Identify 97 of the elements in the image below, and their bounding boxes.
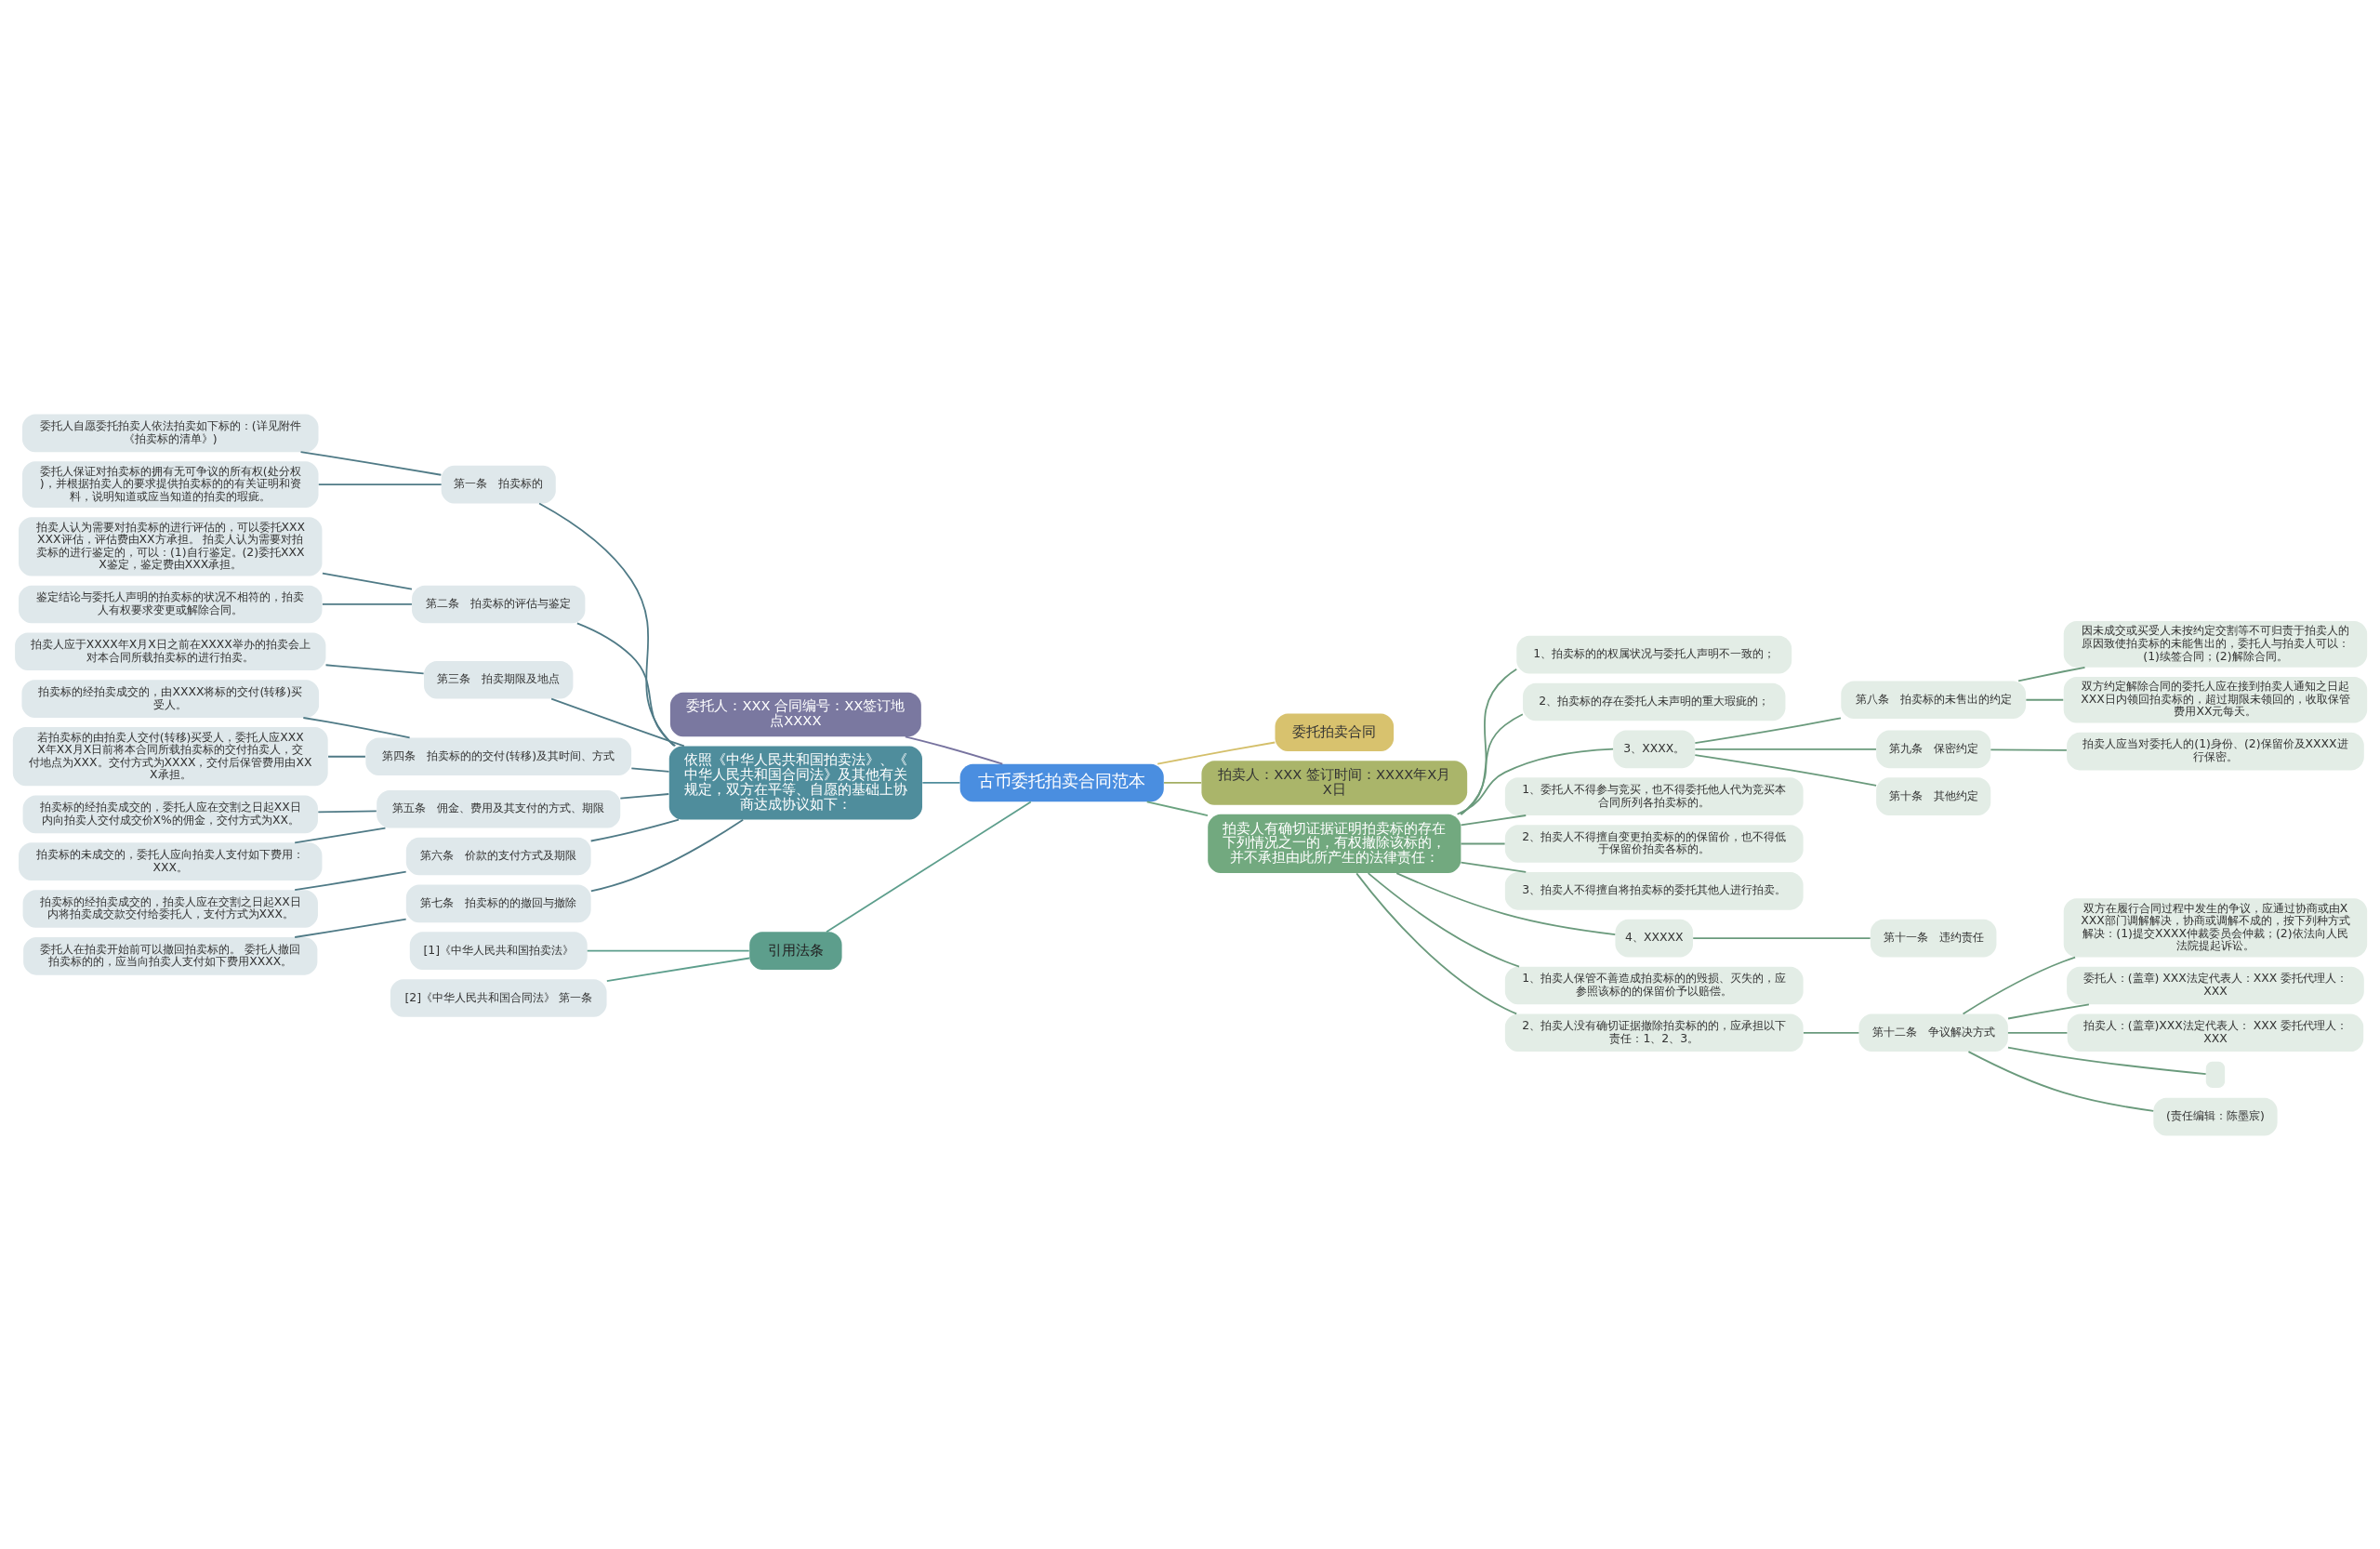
node-box: 第二条 拍卖标的评估与鉴定: [412, 585, 586, 623]
connector: [589, 818, 680, 841]
connector: [1460, 814, 1527, 826]
node-box: 拍卖人：XXX 签订时间：XXXX年X月X日: [1201, 760, 1468, 805]
node-box: 拍卖标的经拍卖成交的，由XXXX将标的交付(转移)买受人。: [21, 679, 320, 718]
node-box: 委托人：XXX 合同编号：XX签订地点XXXX: [669, 692, 921, 736]
connector: [1460, 668, 1518, 815]
node-box: 第一条 拍卖标的: [441, 465, 556, 504]
node-box: 第三条 拍卖期限及地点: [424, 660, 574, 699]
connector: [1460, 712, 1524, 815]
node-box: 2、拍卖标的存在委托人未声明的重大瑕疵的；: [1523, 682, 1786, 721]
node-box: 拍卖标的经拍卖成交的，委托人应在交割之日起XX日内向拍卖人交付成交价X%的佣金，交付方式为XX。: [22, 795, 318, 833]
node-box: [2]《中华人民共和国合同法》 第一条: [390, 978, 607, 1017]
connector: [327, 755, 366, 758]
node-box: 3、XXXX。: [1613, 730, 1696, 768]
node-box: 2、拍卖人不得擅自变更拍卖标的的保留价，也不得低于保留价拍卖各标的。: [1504, 824, 1804, 863]
node-box: 拍卖人认为需要对拍卖标的进行评估的，可以委托XXXXXX评估，评估费由XX方承担。 拍卖人认为需要对拍卖标的进行鉴定的，可以：(1)自行鉴定。(2)委托XXXX鉴定，鉴定费由XXX承担。: [19, 516, 323, 576]
connector: [1163, 781, 1202, 784]
node-box: 第十一条 违约责任: [1870, 919, 1997, 957]
connector: [2007, 1046, 2207, 1075]
node-box: 委托人保证对拍卖标的拥有无可争议的所有权(处分权)，并根据拍卖人的要求提供拍卖标的的有关证明和资料，说明知道或应当知道的拍卖的瑕疵。: [22, 460, 319, 508]
node-box: 双方约定解除合同的委托人应在接到拍卖人通知之日起XXX日内领回拍卖标的，超过期限未领回的，收取保管费用XX元每天。: [2063, 676, 2368, 723]
node-box: 拍卖人应于XXXX年X月X日之前在XXXX举办的拍卖会上对本合同所载拍卖标的进行拍卖。: [15, 631, 326, 670]
connector: [1692, 936, 1871, 939]
connector: [1145, 800, 1209, 816]
connector: [1962, 956, 2076, 1014]
connector: [1694, 716, 1842, 744]
connector: [2025, 698, 2065, 701]
node-box: 1、拍卖标的的权属状况与委托人声明不一致的；: [1516, 635, 1792, 673]
node-box: (责任编辑：陈墨宸): [2153, 1097, 2278, 1135]
connector: [630, 766, 670, 773]
node-box: 2、拍卖人没有确切证据撤除拍卖标的的，应承担以下责任：1、2、3。: [1504, 1013, 1804, 1052]
connector: [826, 801, 1032, 933]
connector: [294, 870, 407, 891]
connector: [294, 827, 387, 843]
connector: [322, 572, 413, 590]
node-box: 拍卖人有确切证据证明拍卖标的存在下列情况之一的，有权撤除该标的，并不承担由此所产生的法律责任：: [1208, 814, 1461, 873]
connector: [1157, 741, 1276, 765]
node-box: 第十条 其他约定: [1876, 776, 1991, 815]
node-box: 委托人在拍卖开始前可以撤回拍卖标的。 委托人撤回拍卖标的的，应当向拍卖人支付如下费用XXXX。: [23, 936, 318, 975]
node-box: 第四条 拍卖标的的交付(转移)及其时间、方式: [365, 736, 632, 775]
connector: [2017, 666, 2086, 682]
node-box: 引用法条: [749, 931, 842, 970]
node-box: 3、拍卖人不得擅自将拍卖标的委托其他人进行拍卖。: [1504, 871, 1804, 910]
node-box: 委托拍卖合同: [1275, 712, 1395, 751]
node-box: 第七条 拍卖标的的撤回与撤除: [405, 884, 591, 922]
node-box: 委托人：(盖章) XXX法定代表人：XXX 委托代理人：XXX: [2067, 966, 2364, 1004]
connector: [2007, 1031, 2069, 1034]
node-box: 第八条 拍卖标的未售出的约定: [1841, 680, 2027, 719]
connector: [324, 663, 425, 674]
connector: [904, 735, 1004, 764]
connector: [1355, 872, 1518, 1014]
node-box: 双方在履行合同过程中发生的争议，应通过协商或由XXXX部门调解解决，协商或调解不成的，按下列种方式解决：(1)提交XXXX仲裁委员会仲裁；(2)依法向人民法院提起诉讼。: [2063, 897, 2368, 957]
node-box: [2205, 1061, 2226, 1088]
connector: [605, 957, 750, 982]
connector: [575, 621, 677, 747]
connector: [921, 781, 961, 784]
connector: [1967, 1050, 2155, 1112]
connector: [2007, 1002, 2090, 1019]
connector: [1803, 1031, 1860, 1034]
node-box: 古币委托拍卖合同范本: [959, 763, 1164, 801]
connector: [1456, 748, 1614, 815]
node-box: [1]《中华人民共和国拍卖法》: [409, 931, 588, 970]
node-box: 依照《中华人民共和国拍卖法》、《中华人民共和国合同法》及其他有关规定，双方在平等、自愿的基础上协商达成协议如下：: [668, 745, 922, 819]
connector: [589, 818, 745, 892]
node-box: 鉴定结论与委托人声明的拍卖标的状况不相符的，拍卖人有权要求变更或解除合同。: [19, 585, 323, 623]
connector: [1694, 748, 1877, 750]
node-box: 第六条 价款的支付方式及期限: [405, 837, 591, 875]
connector: [317, 483, 443, 485]
connector: [302, 716, 411, 738]
connector: [322, 602, 413, 605]
node-box: 拍卖标的未成交的，委托人应向拍卖人支付如下费用：XXX。: [19, 841, 323, 880]
connector: [538, 502, 675, 747]
connector: [294, 918, 407, 938]
connector: [1460, 842, 1506, 844]
node-box: 拍卖人：(盖章)XXX法定代表人： XXX 委托代理人：XXX: [2067, 1013, 2364, 1052]
node-box: 若拍卖标的由拍卖人交付(转移)买受人，委托人应XXXX年XX月X日前将本合同所载拍卖标的交付拍卖人，交付地点为XXX。交付方式为XXXX，交付后保管费用由XXX承担。: [12, 726, 328, 786]
connector: [1460, 861, 1527, 873]
node-box: 1、拍卖人保管不善造成拍卖标的的毁损、灭失的，应参照该标的的保留价予以赔偿。: [1504, 966, 1804, 1004]
connector: [1694, 753, 1877, 787]
connector: [619, 792, 670, 800]
connector: [586, 949, 750, 952]
node-box: 4、XXXXX: [1615, 919, 1694, 957]
connector: [1990, 748, 2068, 751]
node-box: 第九条 保密约定: [1876, 730, 1991, 768]
connector: [1395, 871, 1617, 935]
node-box: 第五条 佣金、费用及其支付的方式、期限: [377, 789, 621, 828]
connector: [299, 450, 443, 476]
node-box: 因未成交或买受人未按约定交割等不可归责于拍卖人的原因致使拍卖标的未能售出的，委托人与拍卖人可以：(1)续签合同；(2)解除合同。: [2063, 620, 2368, 668]
connector: [550, 697, 685, 747]
node-box: 拍卖人应当对委托人的(1)身份、(2)保留价及XXXX进行保密。: [2067, 732, 2364, 770]
node-box: 第十二条 争议解决方式: [1858, 1013, 2008, 1052]
node-box: 1、委托人不得参与竞买，也不得委托他人代为竞买本合同所列各拍卖标的。: [1504, 776, 1804, 815]
connector: [1367, 871, 1520, 967]
node-box: 拍卖标的经拍卖成交的，拍卖人应在交割之日起XX日内将拍卖成交款交付给委托人，支付方式为XXX。: [22, 889, 318, 928]
node-box: 委托人自愿委托拍卖人依法拍卖如下标的：(详见附件《拍卖标的清单》): [22, 414, 319, 452]
connector: [317, 809, 377, 813]
